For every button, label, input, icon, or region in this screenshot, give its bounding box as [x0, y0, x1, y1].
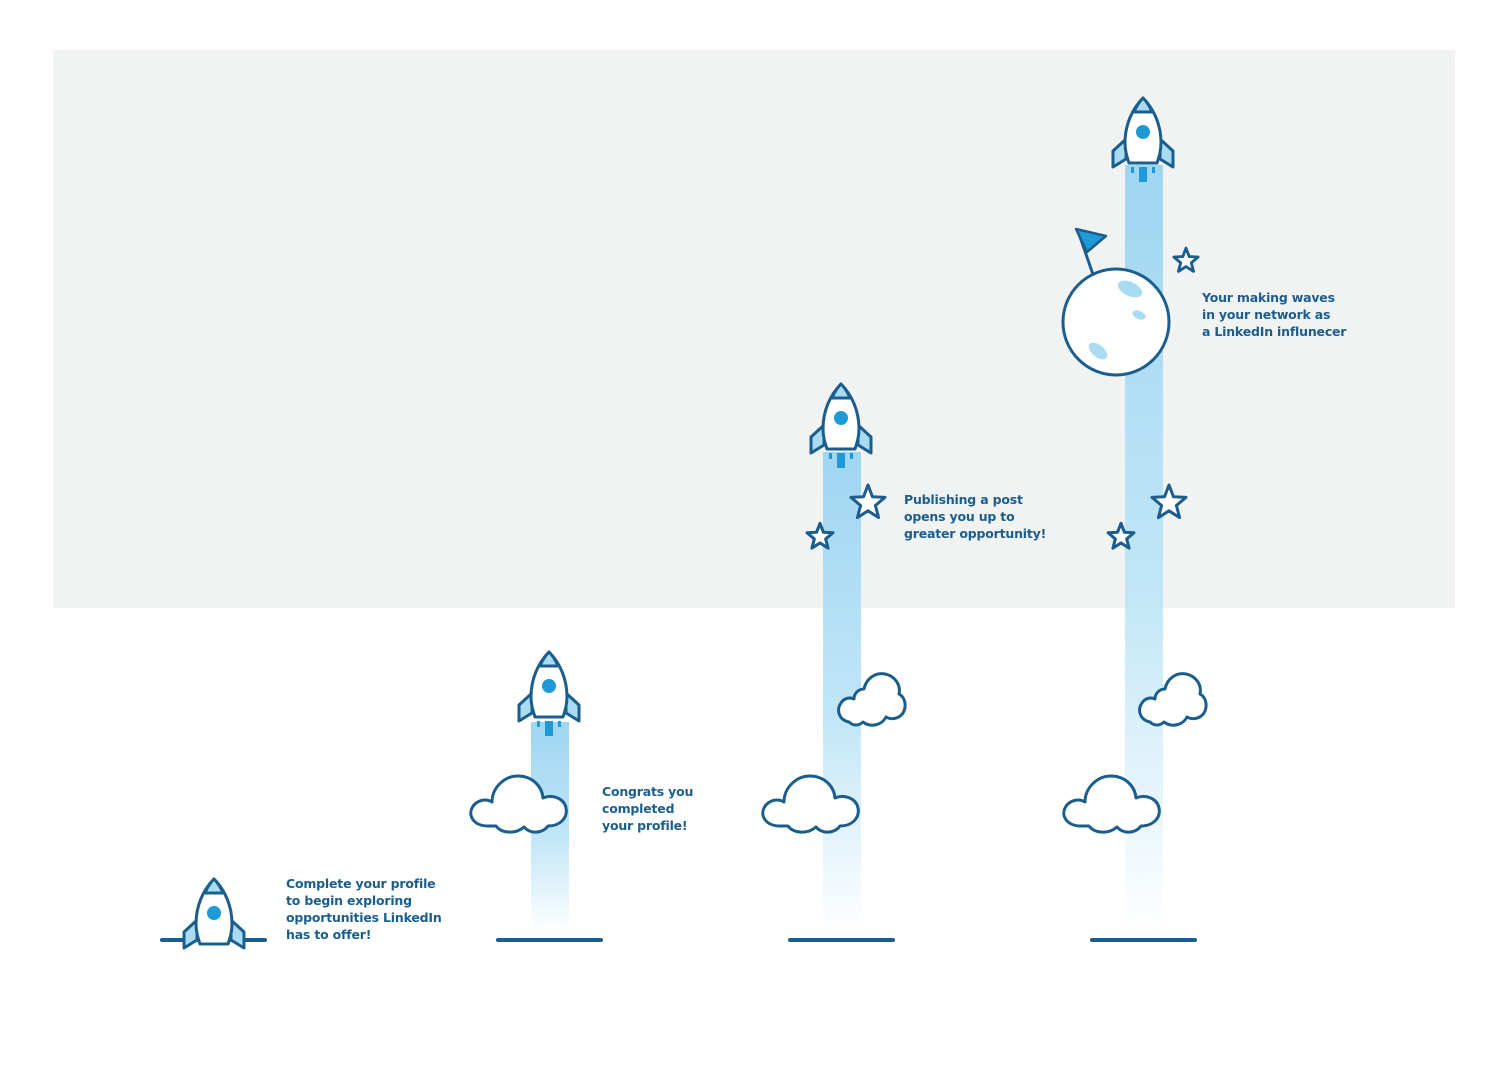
rocket-icon: [517, 650, 581, 736]
ground-line-stage-2: [496, 938, 603, 942]
ground-line-stage-4: [1090, 938, 1197, 942]
rocket-icon: [809, 382, 873, 468]
star-icon: [1150, 483, 1188, 520]
stage-3-label: Publishing a post opens you up to greate…: [904, 492, 1047, 541]
star-icon: [1106, 521, 1136, 550]
stage-2-label: Congrats you completed your profile!: [602, 784, 694, 833]
stage-4-label: Your making waves in your network as a L…: [1202, 290, 1347, 339]
cloud-icon: [1138, 672, 1208, 727]
rocket-icon: [182, 877, 246, 950]
moon-icon: [1061, 227, 1171, 377]
sky-panel: [53, 50, 1455, 608]
star-icon: [1172, 246, 1200, 273]
cloud-icon: [761, 774, 860, 834]
stage-1-label: Complete your profile to begin exploring…: [286, 876, 442, 942]
cloud-icon: [1062, 774, 1161, 834]
star-icon: [805, 521, 835, 550]
rocket-icon: [1111, 96, 1175, 182]
cloud-icon: [837, 672, 907, 727]
cloud-icon: [469, 774, 568, 834]
ground-line-stage-3: [788, 938, 895, 942]
star-icon: [849, 483, 887, 520]
